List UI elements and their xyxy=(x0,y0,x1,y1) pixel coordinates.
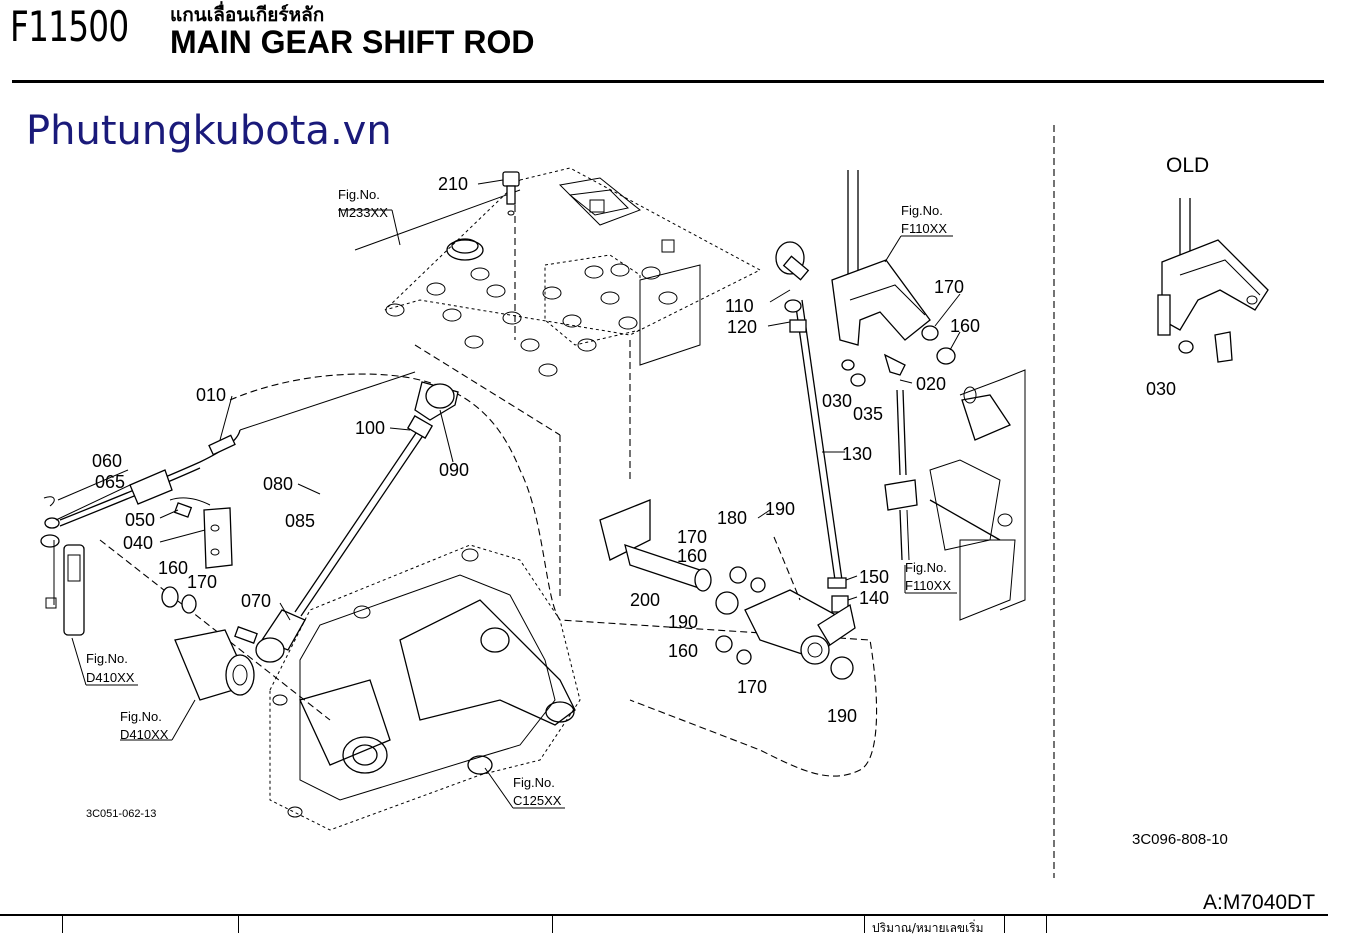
fig-no-label: Fig.No. xyxy=(901,203,943,218)
watermark-logo: Phutungkubota.vn xyxy=(26,108,392,154)
part-label: 170 xyxy=(677,527,707,547)
right-frame-drawing xyxy=(929,369,1026,621)
shift-sleeve-200 xyxy=(599,499,712,592)
part-label: 160 xyxy=(158,558,188,578)
fig-no-label: Fig.No. xyxy=(120,709,162,724)
table-column-divider xyxy=(238,916,239,933)
part-label: 035 xyxy=(853,404,883,424)
shift-lever-bracket xyxy=(831,170,956,387)
part-label: 060 xyxy=(92,451,122,471)
transmission-case-drawing xyxy=(99,539,581,831)
drawing-ref-right: 3C096-808-10 xyxy=(1132,831,1228,848)
part-label: 085 xyxy=(285,511,315,531)
part-label: 130 xyxy=(842,444,872,464)
part-label: 200 xyxy=(630,590,660,610)
fig-no-label: Fig.No. xyxy=(905,560,947,575)
table-column-divider xyxy=(552,916,553,933)
part-label: 120 xyxy=(727,317,757,337)
part-label: 090 xyxy=(439,460,469,480)
fig-ref-f110xx-bottom: F110XX xyxy=(905,578,951,593)
part-label: 190 xyxy=(668,612,698,632)
fig-no-label: Fig.No. xyxy=(86,651,128,666)
fig-no-label: Fig.No. xyxy=(513,775,555,790)
shift-cable-010 xyxy=(40,371,416,548)
bolt-210 xyxy=(477,171,520,216)
transmission-cover-drawing xyxy=(354,167,762,600)
header-divider xyxy=(12,80,1324,83)
old-label: OLD xyxy=(1166,154,1209,177)
part-label: 030 xyxy=(822,391,852,411)
part-label: 150 xyxy=(859,567,889,587)
fig-ref-f110xx-top: F110XX xyxy=(901,221,947,236)
table-column-divider xyxy=(62,916,63,933)
bolt-holes xyxy=(385,263,678,377)
adjust-rod-130 xyxy=(775,241,849,613)
table-column-divider xyxy=(864,916,865,933)
part-label: 030 xyxy=(1146,379,1176,399)
cable-routing-line xyxy=(229,373,878,777)
part-label: 170 xyxy=(737,677,767,697)
old-type-bracket xyxy=(1157,198,1269,363)
thai-title: แกนเลื่อนเกียร์หลัก xyxy=(170,4,325,26)
shifter-block-180 xyxy=(715,566,856,680)
qty-column-header: ปริมาณ/หมายเลขเริ่ม xyxy=(872,921,984,935)
fig-ref-d410xx-upper: D410XX xyxy=(86,670,135,685)
fig-ref-m233xx: M233XX xyxy=(338,205,388,220)
part-label: 140 xyxy=(859,588,889,608)
part-label: 170 xyxy=(187,572,217,592)
bracket-040 xyxy=(173,502,233,569)
part-label: 160 xyxy=(950,316,980,336)
shift-shaft-left xyxy=(45,540,85,636)
table-column-divider xyxy=(1046,916,1047,933)
table-column-divider xyxy=(1004,916,1005,933)
part-label: 070 xyxy=(241,591,271,611)
part-label: 170 xyxy=(934,277,964,297)
fig-no-label: Fig.No. xyxy=(338,187,380,202)
washer-170-left xyxy=(181,594,197,614)
part-label: 065 xyxy=(95,472,125,492)
figure-references: Fig.No. M233XX Fig.No. F110XX Fig.No. F1… xyxy=(86,187,951,808)
part-label: 210 xyxy=(438,174,468,194)
model-code: A:M7040DT xyxy=(1203,891,1316,914)
shift-rod-100 xyxy=(234,381,459,663)
part-label: 190 xyxy=(827,706,857,726)
leader-lines xyxy=(55,209,961,809)
shift-cable-020 xyxy=(884,389,1001,561)
part-label: 160 xyxy=(668,641,698,661)
part-group-code: F11500 xyxy=(10,2,129,51)
part-label: 100 xyxy=(355,418,385,438)
part-label: 040 xyxy=(123,533,153,553)
part-label: 080 xyxy=(263,474,293,494)
nut-160-left xyxy=(161,586,179,608)
fig-ref-c125xx: C125XX xyxy=(513,793,562,808)
table-top-border xyxy=(0,914,1328,916)
part-label: 160 xyxy=(677,546,707,566)
part-label: 190 xyxy=(765,499,795,519)
shift-coupling xyxy=(174,629,255,701)
part-label: 010 xyxy=(196,385,226,405)
part-label: 180 xyxy=(717,508,747,528)
fig-ref-d410xx-lower: D410XX xyxy=(120,727,169,742)
drawing-ref-left: 3C051-062-13 xyxy=(86,808,156,820)
part-label: 020 xyxy=(916,374,946,394)
page-title: MAIN GEAR SHIFT ROD xyxy=(170,24,535,60)
part-number-labels: 210 110 120 170 160 030 035 020 130 150 … xyxy=(92,174,1176,726)
part-label: 110 xyxy=(725,296,754,316)
part-label: 050 xyxy=(125,510,155,530)
